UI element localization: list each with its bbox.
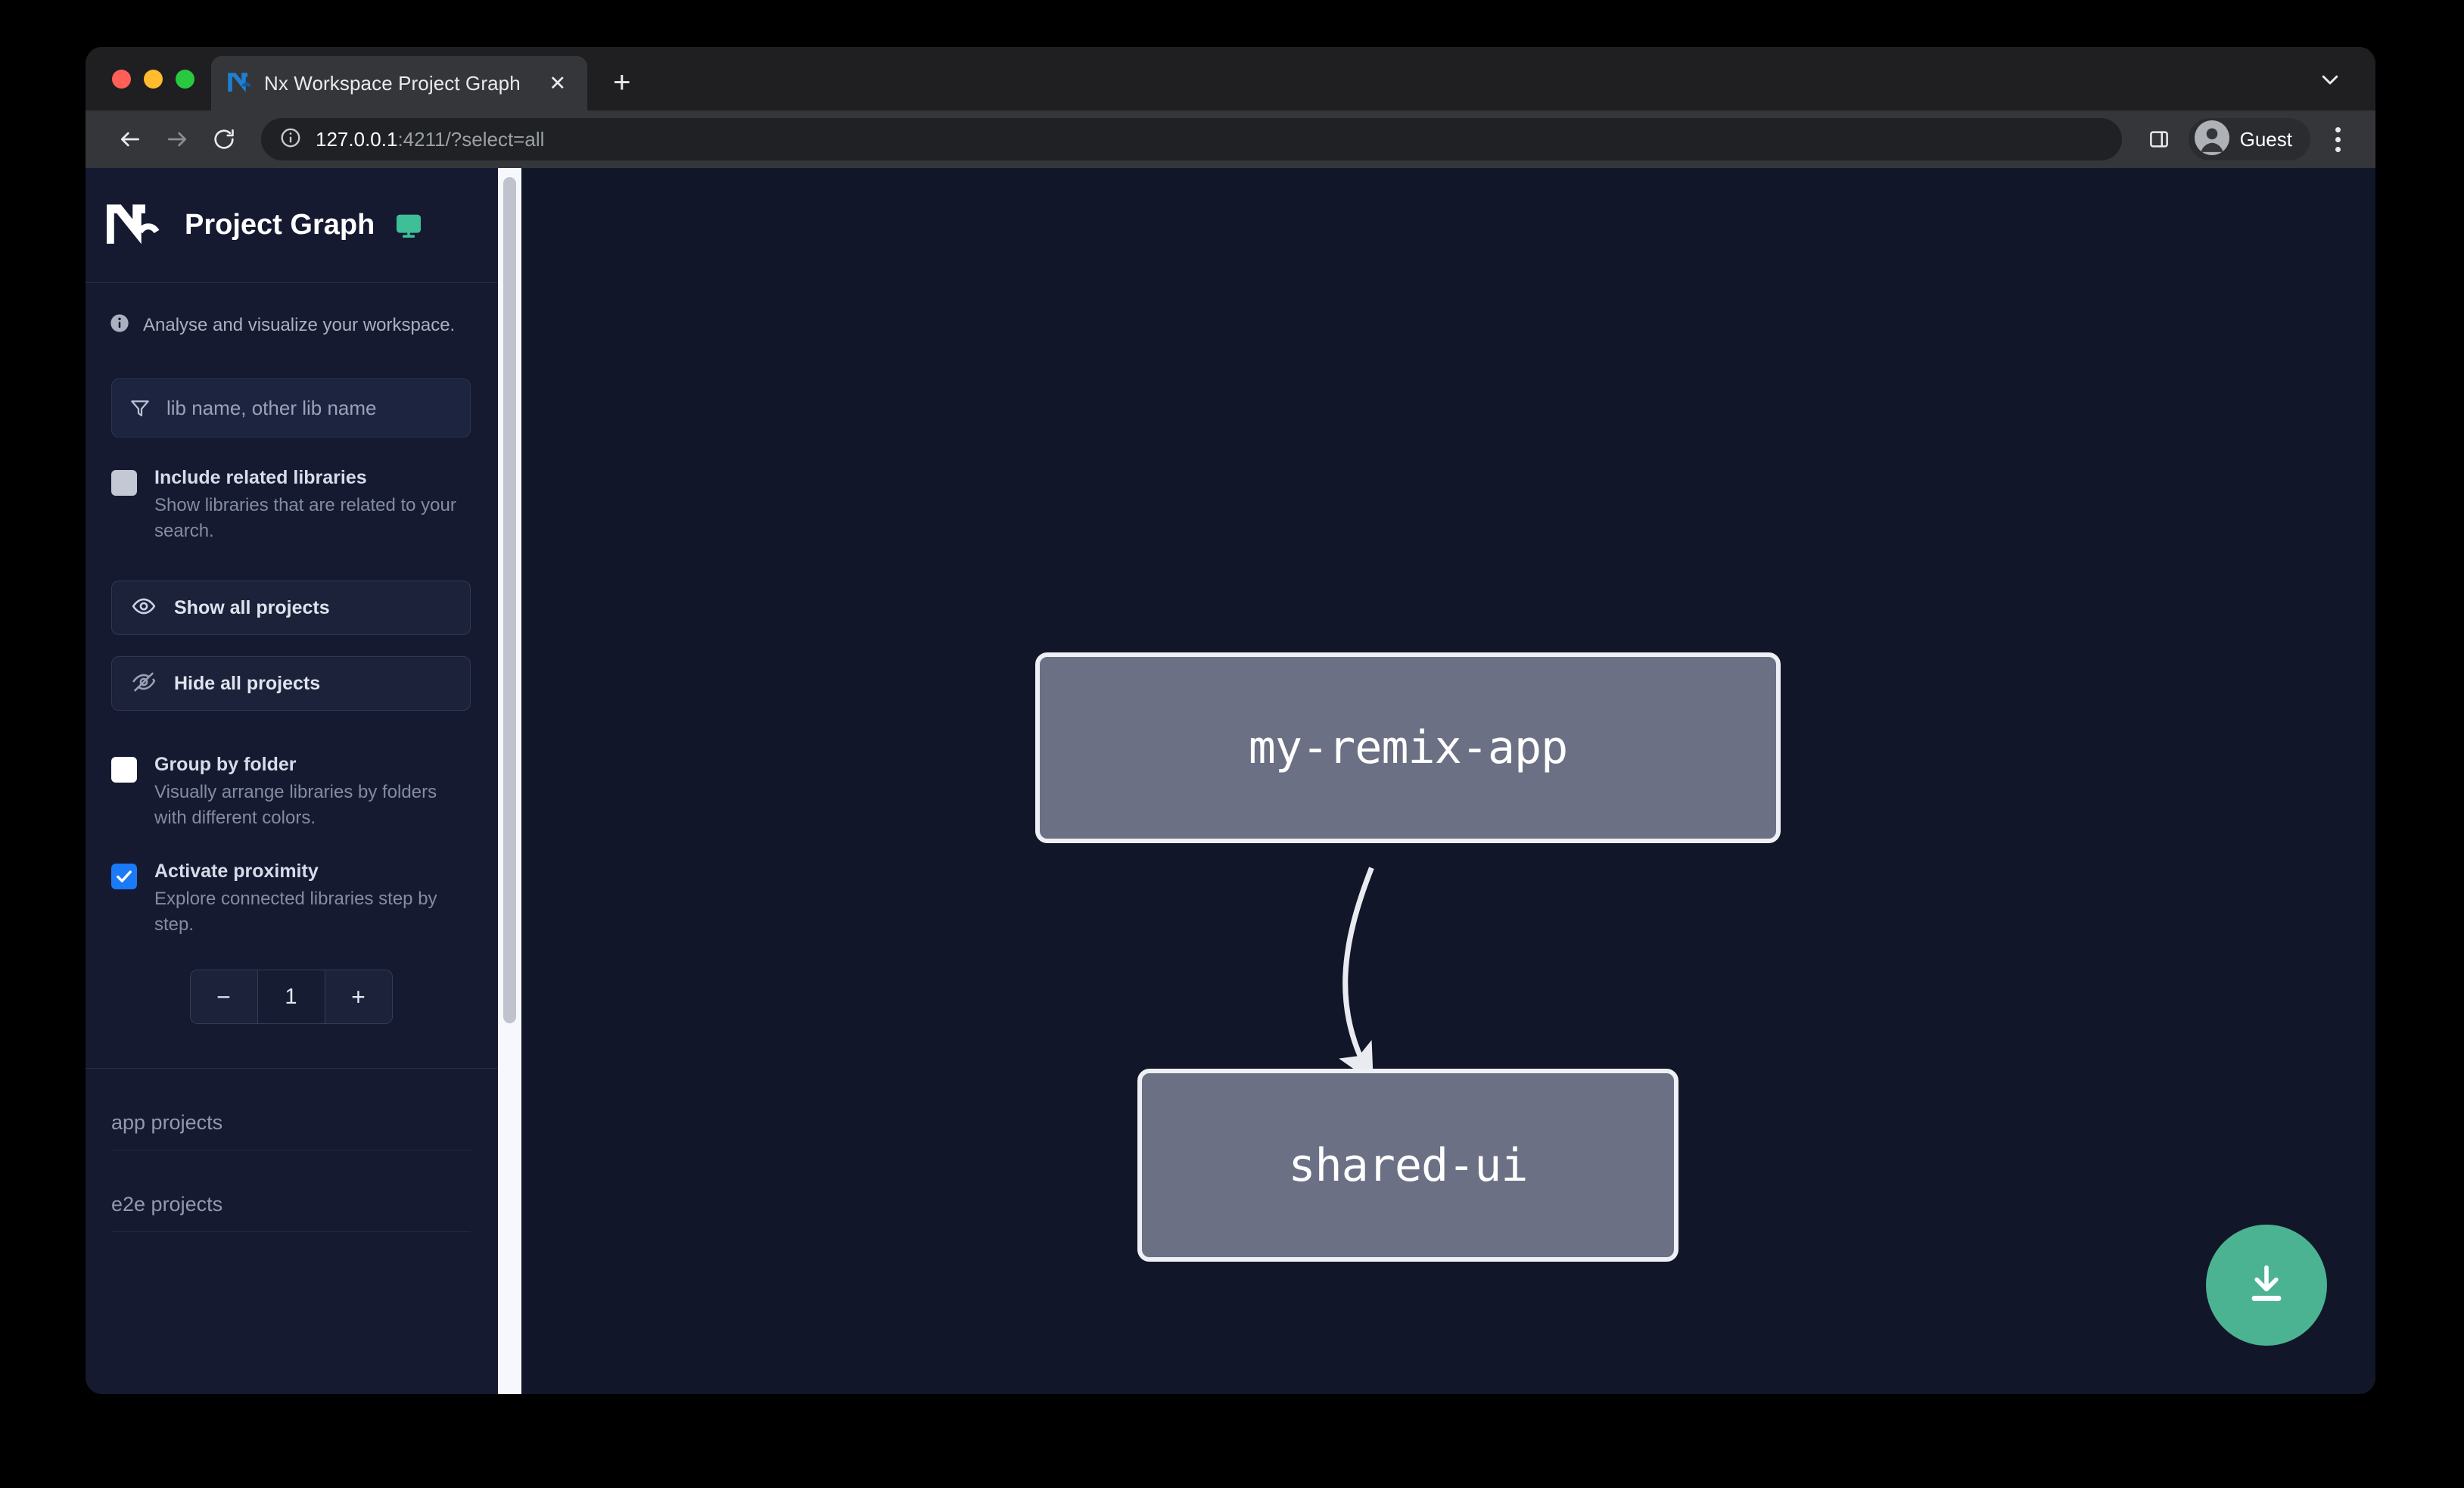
stepper-decrement-button[interactable]: − [190,970,257,1024]
download-button[interactable] [2206,1225,2327,1346]
window-traffic-lights [86,47,211,111]
option-description: Show libraries that are related to your … [154,495,456,542]
chevron-down-icon[interactable] [2307,57,2353,102]
tab-title: Nx Workspace Project Graph [264,71,521,95]
three-dots-menu-icon[interactable] [2316,118,2359,160]
sidebar: Project Graph [86,168,498,1394]
sidebar-scrollbar[interactable] [498,168,521,1394]
option-label: Activate proximity [154,861,319,883]
sidebar-body: Analyse and visualize your workspace. [86,283,498,1394]
browser-tab[interactable]: Nx Workspace Project Graph ✕ [211,56,587,111]
info-circle-icon[interactable] [279,126,302,153]
group-by-folder-checkbox[interactable] [111,757,137,783]
option-description: Explore connected libraries step by step… [154,889,437,935]
close-icon[interactable]: ✕ [549,71,567,95]
option-label: Group by folder [154,754,297,776]
project-group-app[interactable]: app projects [111,1069,471,1151]
option-description: Visually arrange libraries by folders wi… [154,782,437,829]
tab-strip-spacer [643,110,2307,111]
nx-logo-icon [228,71,252,95]
show-all-projects-button[interactable]: Show all projects [111,581,471,636]
include-related-libraries-checkbox[interactable] [111,470,137,496]
download-icon [2242,1259,2291,1312]
stepper-value: 1 [257,970,325,1024]
side-panel-icon[interactable] [2137,117,2181,161]
filter-search-box[interactable] [111,378,471,437]
window-close-button[interactable] [112,69,131,89]
proximity-stepper[interactable]: − 1 + [189,970,393,1025]
project-group-label: e2e projects [111,1193,223,1216]
eye-off-icon [132,670,156,698]
sidebar-tagline: Analyse and visualize your workspace. [86,283,498,338]
browser-window: Nx Workspace Project Graph ✕ + [86,47,2375,1394]
show-all-projects-label: Show all projects [174,596,330,618]
forward-arrow-icon[interactable] [154,116,201,163]
divider [111,1231,471,1233]
info-icon [109,313,130,338]
project-groups: app projects e2e projects [86,1069,498,1233]
graph-node-label: my-remix-app [1248,721,1568,774]
edge-my-remix-app-to-shared-ui [1339,867,1374,1083]
funnel-filter-icon [129,397,151,419]
graph-node-label: shared-ui [1288,1138,1528,1192]
person-avatar-icon [2194,120,2229,159]
project-group-label: app projects [111,1111,223,1135]
hide-all-projects-label: Hide all projects [174,672,321,694]
option-include-related-libraries[interactable]: Include related libraries Show libraries… [111,466,471,544]
url-path: :4211/?select=all [397,127,545,151]
hide-all-projects-button[interactable]: Hide all projects [111,656,471,711]
search-input[interactable] [166,396,453,420]
activate-proximity-checkbox[interactable] [111,864,137,890]
sidebar-scrollbar-thumb[interactable] [503,177,516,1023]
reload-icon[interactable] [201,116,247,163]
sidebar-divider [86,1068,498,1069]
profile-chip[interactable]: Guest [2188,118,2310,160]
graph-node-shared-ui[interactable]: shared-ui [1137,1069,1678,1262]
option-group-by-folder[interactable]: Group by folder Visually arrange librari… [111,753,471,831]
option-label: Include related libraries [154,467,367,488]
address-bar-url: 127.0.0.1:4211/?select=all [316,128,544,151]
window-minimize-button[interactable] [144,69,163,89]
project-graph-canvas[interactable]: my-remix-app shared-ui [498,168,2375,1394]
tab-strip: Nx Workspace Project Graph ✕ + [86,47,2375,111]
graph-node-my-remix-app[interactable]: my-remix-app [1035,652,1781,843]
window-zoom-button[interactable] [176,69,194,89]
page-viewport: Project Graph [86,168,2375,1394]
back-arrow-icon[interactable] [107,116,154,163]
nx-logo-icon [105,204,163,247]
option-activate-proximity[interactable]: Activate proximity Explore connected lib… [111,860,471,938]
sidebar-header: Project Graph [86,168,498,283]
monitor-icon[interactable] [394,211,423,240]
address-bar[interactable]: 127.0.0.1:4211/?select=all [261,118,2122,160]
browser-toolbar: 127.0.0.1:4211/?select=all Guest [86,111,2375,168]
stepper-increment-button[interactable]: + [325,970,392,1024]
sidebar-controls: Include related libraries Show libraries… [86,338,498,1025]
new-tab-button[interactable]: + [613,66,631,99]
sidebar-tagline-text: Analyse and visualize your workspace. [143,314,456,335]
url-host: 127.0.0.1 [316,127,398,151]
eye-icon [132,594,156,622]
profile-label: Guest [2239,127,2292,151]
project-group-e2e[interactable]: e2e projects [111,1150,471,1233]
page-title: Project Graph [185,209,375,241]
